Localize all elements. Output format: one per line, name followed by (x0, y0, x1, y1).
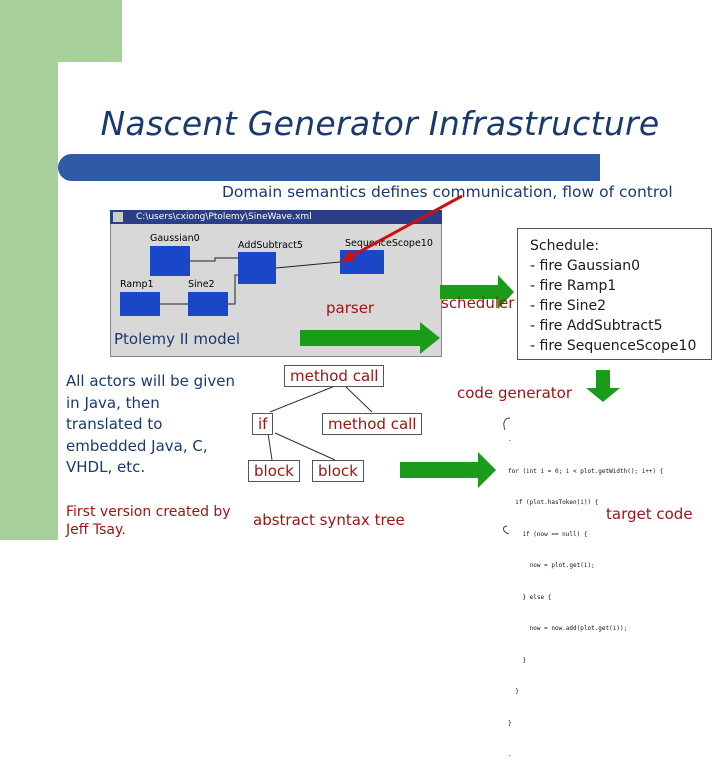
sine-wire (228, 274, 238, 305)
ast-node-method-call-root: method call (284, 365, 385, 387)
ast-node-if: if (252, 413, 274, 435)
ast-edge-2 (344, 385, 373, 413)
actor-label-gaussian: Gaussian0 (150, 233, 200, 244)
add-wire (275, 261, 341, 269)
code-line: now = now.add(plot.get(i)); (508, 625, 628, 632)
sine-actor-icon (188, 292, 228, 316)
addsubtract-actor-icon (238, 252, 276, 284)
actor-label-sine: Sine2 (188, 279, 215, 290)
actor-label-sequencescope: SequenceScope10 (345, 238, 433, 249)
ast-node-method-call: method call (322, 413, 423, 435)
ast-node-block-2: block (312, 460, 364, 482)
parser-label: parser (326, 299, 375, 317)
code-line: . (508, 436, 512, 443)
actor-label-ramp: Ramp1 (120, 279, 154, 290)
first-version-note: First version created by Jeff Tsay. (66, 504, 231, 538)
schedule-heading: Schedule: (530, 238, 600, 254)
green-corner (58, 0, 122, 62)
ast-label: abstract syntax tree (253, 511, 405, 529)
target-code-arrow (400, 452, 496, 488)
ast-node-block-1: block (248, 460, 300, 482)
red-pointer-arrow (347, 194, 463, 260)
actor-label-addsubtract: AddSubtract5 (238, 240, 303, 251)
schedule-item: - fire AddSubtract5 (530, 318, 663, 334)
green-side-bar (0, 0, 58, 540)
model-label: Ptolemy II model (114, 330, 241, 348)
code-line: if (now == null) { (508, 530, 588, 538)
ast-edge-4 (274, 432, 336, 461)
code-line: } (508, 719, 512, 727)
code-line: . (508, 751, 512, 758)
ptolemy-window-title: C:\users\cxiong\Ptolemy\SineWave.xml (110, 210, 442, 224)
code-line: if (plot.hasToken(i)) { (508, 499, 599, 506)
schedule-box: Schedule: - fire Gaussian0 - fire Ramp1 … (517, 228, 712, 360)
code-line: for (int i = 0; i < plot.getWidth(); i++… (508, 467, 664, 475)
gaussian-actor-icon (150, 246, 190, 276)
ast-edge-3 (267, 432, 273, 461)
ast-edge-1 (269, 385, 336, 413)
code-line: now = plot.get(i); (508, 562, 595, 569)
schedule-item: - fire Ramp1 (530, 278, 617, 294)
schedule-item: - fire Sine2 (530, 298, 607, 314)
scheduler-arrow (440, 275, 514, 309)
window-icon (113, 212, 123, 222)
gaussian-wire (190, 257, 238, 262)
scheduler-label: scheduler (441, 294, 515, 312)
ramp-actor-icon (120, 292, 160, 316)
code-generator-arrow (586, 370, 620, 402)
code-generator-label: code generator (457, 384, 573, 402)
code-line: } else { (508, 593, 552, 601)
diagram-connectors (160, 194, 620, 535)
slide-title: Nascent Generator Infrastructure (100, 104, 660, 143)
code-line: } (508, 688, 519, 695)
code-line: } (508, 656, 527, 664)
red-pointer-arrow-head (340, 250, 356, 263)
actors-java-note: All actors will be given in Java, then t… (66, 372, 235, 476)
title-underline-bar (58, 154, 600, 181)
schedule-item: - fire SequenceScope10 (530, 338, 697, 354)
slide-subtitle: Domain semantics defines communication, … (222, 183, 673, 201)
parser-arrow (300, 322, 440, 354)
schedule-item: - fire Gaussian0 (530, 258, 640, 274)
code-brace (503, 417, 511, 535)
target-code-label: target code (606, 505, 693, 523)
